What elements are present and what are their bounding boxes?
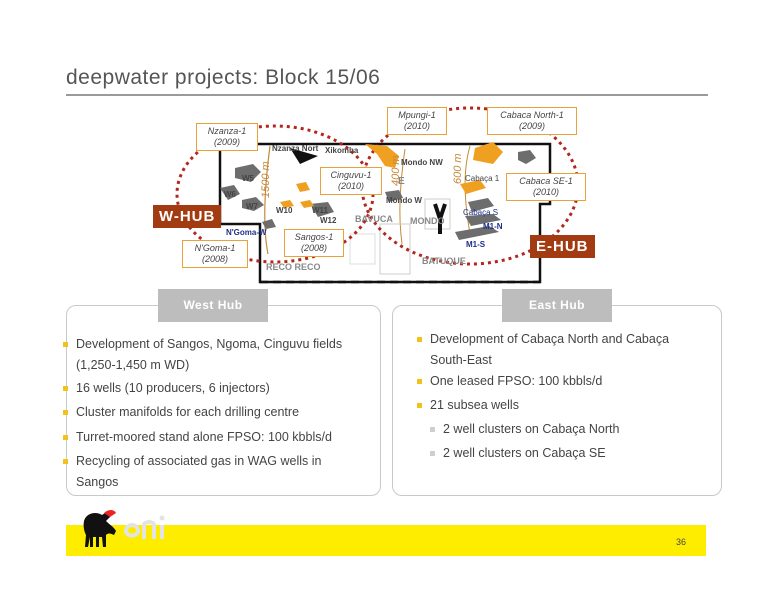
- contour-1500: [264, 145, 271, 255]
- west-hub-tag: W-HUB: [153, 205, 222, 228]
- label-depth-1500: 1500 m: [260, 161, 272, 198]
- label-m1n: M1-N: [483, 222, 503, 231]
- label-e-partial: E: [398, 176, 405, 187]
- field-m1s: [455, 226, 499, 240]
- east-hub-header: East Hub: [502, 289, 612, 322]
- callout-cinguvu: Cinguvu-1 (2010): [320, 167, 382, 195]
- west-bullet-4: Turret-moored stand alone FPSO: 100 kbbl…: [63, 427, 332, 448]
- field-m1n: [465, 214, 501, 226]
- field-w7: [242, 197, 264, 211]
- label-w11: W11: [312, 206, 329, 215]
- field-mondo-w: [385, 190, 403, 202]
- callout-ngoma: N'Goma-1 (2008): [182, 240, 248, 268]
- title-divider: [66, 94, 708, 96]
- label-xikomba: Xikomba: [325, 146, 359, 155]
- page-title: deepwater projects: Block 15/06: [66, 66, 381, 89]
- bullet-marker: [417, 379, 422, 384]
- eni-wordmark: [123, 520, 164, 539]
- fpso-east-symbol: [433, 203, 447, 234]
- label-depth-400: 400 m: [390, 155, 402, 186]
- fpso-west-symbol: [290, 148, 318, 164]
- callout-cabaca-north: Cabaca North-1 (2009): [487, 107, 577, 135]
- callout-nzanza: Nzanza-1 (2009): [196, 123, 258, 151]
- west-hub-header: West Hub: [158, 289, 268, 322]
- east-sub-bullet-2: 2 well clusters on Cabaça SE: [430, 443, 606, 464]
- label-m1s: M1-S: [466, 240, 486, 249]
- bullet-marker: [63, 435, 68, 440]
- label-w10: W10: [276, 206, 293, 215]
- bullet-marker: [63, 459, 68, 464]
- label-mondo: MONDO: [410, 216, 445, 226]
- label-depth-600: 600 m: [452, 153, 464, 184]
- eni-dot: [159, 515, 165, 521]
- field-mpungi: [365, 144, 399, 168]
- field-mw: [518, 150, 536, 164]
- bullet-marker: [63, 410, 68, 415]
- west-bullet-5: Recycling of associated gas in WAG wells…: [63, 451, 321, 493]
- page-number: 36: [675, 537, 686, 547]
- east-hub-panel: [392, 305, 722, 496]
- label-ngoma-w: N'Goma-W: [226, 228, 267, 237]
- label-w7: W7: [246, 202, 258, 211]
- label-batuque: BATUQUE: [422, 256, 466, 266]
- eni-dog-icon: [83, 510, 116, 547]
- callout-mpungi: Mpungi-1 (2010): [387, 107, 447, 135]
- label-w5: W5: [242, 174, 254, 183]
- block-outline-light: [424, 198, 451, 230]
- label-w6: W6: [224, 190, 236, 199]
- east-bullet-1: Development of Cabaça North and Cabaça S…: [417, 329, 669, 371]
- callout-sangos: Sangos-1 (2008): [284, 229, 344, 257]
- west-bullet-2: 16 wells (10 producers, 6 injectors): [63, 378, 270, 399]
- bullet-marker: [63, 386, 68, 391]
- footer-bar: 36: [66, 525, 706, 556]
- sub-bullet-marker: [430, 451, 435, 456]
- west-bullet-3: Cluster manifolds for each drilling cent…: [63, 402, 299, 423]
- bullet-marker: [417, 337, 422, 342]
- east-hub-tag: E-HUB: [530, 235, 595, 258]
- field-w6: [220, 185, 240, 200]
- block-outline-light: [349, 233, 376, 265]
- label-cabaca-s: Cabaça S: [463, 208, 499, 217]
- block-outline-light: [379, 223, 411, 275]
- label-cabaca-1: Cabaça 1: [465, 174, 500, 183]
- field-cabaca-north: [473, 142, 503, 164]
- field-sangos: [300, 200, 314, 208]
- field-w11: [310, 202, 334, 217]
- eni-logo: [83, 510, 165, 547]
- label-reco-reco: RECO RECO: [266, 262, 321, 272]
- map-drawing: [175, 106, 580, 284]
- east-bullet-3: 21 subsea wells: [417, 395, 519, 416]
- east-sub-bullet-1: 2 well clusters on Cabaça North: [430, 419, 619, 440]
- label-w12: W12: [320, 216, 337, 225]
- bullet-marker: [417, 403, 422, 408]
- east-bullet-2: One leased FPSO: 100 kbbls/d: [417, 371, 602, 392]
- field-cabaca-1: [460, 180, 486, 194]
- field-w10: [280, 200, 294, 208]
- field-cabaca-s: [468, 198, 494, 212]
- label-mondo-w: Mondo W: [386, 196, 422, 205]
- field-cinguvu: [296, 182, 310, 192]
- label-mondo-nw: Mondo NW: [401, 158, 443, 167]
- bullet-marker: [63, 342, 68, 347]
- field-w5: [235, 164, 261, 182]
- west-bullet-1: Development of Sangos, Ngoma, Cinguvu fi…: [63, 334, 342, 376]
- callout-cabaca-se: Cabaca SE-1 (2010): [506, 173, 586, 201]
- west-hub-panel: [66, 305, 381, 496]
- field-ngoma-w: [262, 219, 276, 229]
- sub-bullet-marker: [430, 427, 435, 432]
- label-nzanza-north: Nzanza Nort: [272, 144, 319, 153]
- label-bavuca: BAVUCA: [355, 214, 393, 224]
- block-map: Nzanza Nort Xikomba Mondo NW Cabaça 1 Mo…: [150, 104, 610, 286]
